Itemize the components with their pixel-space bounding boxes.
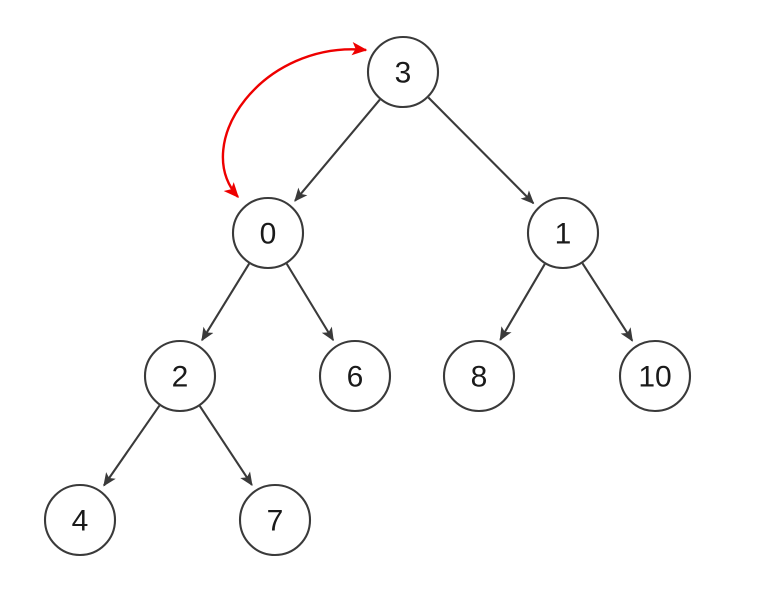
tree-edge-3-to-1 [427,96,535,205]
node-label-3: 3 [395,57,412,90]
tree-node-10[interactable]: 10 [618,339,692,413]
node-circle-4[interactable] [43,483,117,557]
node-circle-3[interactable] [366,35,440,109]
tree-node-3[interactable]: 3 [366,35,440,109]
tree-edge-3-to-0 [294,98,381,202]
node-label-4: 4 [72,505,89,538]
node-label-1: 1 [555,218,572,251]
tree-edge-0-to-6 [285,263,335,342]
node-label-8: 8 [471,361,488,394]
tree-node-7[interactable]: 7 [238,483,312,557]
tree-node-1[interactable]: 1 [526,196,600,270]
tree-node-4[interactable]: 4 [43,483,117,557]
node-label-10: 10 [638,361,671,394]
tree-node-2[interactable]: 2 [143,339,217,413]
tree-node-6[interactable]: 6 [318,339,392,413]
node-label-0: 0 [260,218,277,251]
tree-nodes-layer: 3 0 1 2 6 8 10 4 7 [43,35,692,557]
highlight-edges-layer [221,41,368,199]
tree-edge-2-to-7 [198,405,253,486]
node-label-7: 7 [267,505,284,538]
node-circle-7[interactable] [238,483,312,557]
node-circle-6[interactable] [318,339,392,413]
tree-node-8[interactable]: 8 [442,339,516,413]
node-circle-0[interactable] [231,196,305,270]
node-circle-2[interactable] [143,339,217,413]
node-circle-1[interactable] [526,196,600,270]
tree-edge-1-to-10 [581,262,634,342]
tree-node-0[interactable]: 0 [231,196,305,270]
node-circle-10[interactable] [618,339,692,413]
node-circle-8[interactable] [442,339,516,413]
node-label-6: 6 [347,361,364,394]
highlight-edge-0-to-3 [221,41,368,199]
tree-edge-1-to-8 [499,263,546,341]
node-label-2: 2 [172,361,189,394]
tree-edge-2-to-4 [103,404,161,487]
tree-edge-0-to-2 [201,263,251,342]
tree-edges-layer [103,96,634,487]
